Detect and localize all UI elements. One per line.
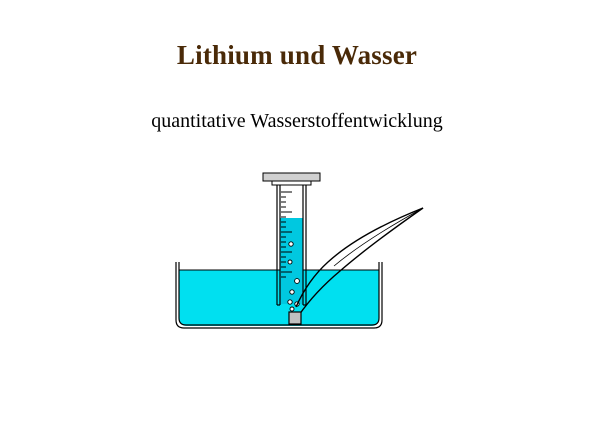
lithium-piece: [288, 311, 302, 325]
tube-stand-cap: [262, 172, 321, 186]
eudiometer-tube: [276, 185, 307, 306]
tweezers: [295, 207, 424, 316]
hydrogen-bubbles: [287, 241, 300, 312]
tube-scale-ticks: [281, 191, 292, 278]
slide-subtitle: quantitative Wasserstoffentwicklung: [151, 110, 443, 132]
glass-trough: [175, 262, 383, 329]
trough-water: [179, 270, 379, 326]
slide-title: Lithium und Wasser: [176, 40, 418, 70]
